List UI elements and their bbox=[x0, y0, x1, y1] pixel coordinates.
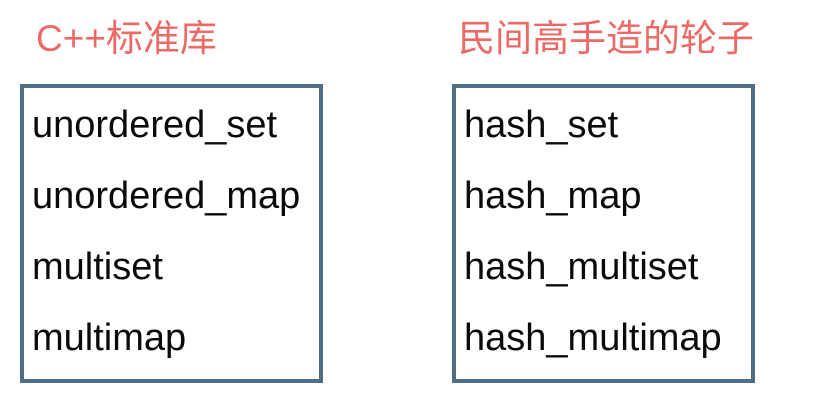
list-item-hash-multimap: hash_multimap bbox=[464, 317, 722, 359]
std-library-box: unordered_set unordered_map multiset mul… bbox=[20, 84, 323, 383]
community-wheels-box: hash_set hash_map hash_multiset hash_mul… bbox=[452, 84, 755, 383]
list-item-unordered-set: unordered_set bbox=[32, 104, 278, 146]
list-item-hash-set: hash_set bbox=[464, 104, 619, 146]
list-item-unordered-map: unordered_map bbox=[32, 175, 301, 217]
list-item-hash-map: hash_map bbox=[464, 175, 642, 217]
list-item-hash-multiset: hash_multiset bbox=[464, 246, 699, 288]
community-wheels-title: 民间高手造的轮子 bbox=[458, 18, 754, 59]
std-library-title: C++标准库 bbox=[36, 18, 217, 59]
list-item-multimap: multimap bbox=[32, 317, 187, 359]
list-item-multiset: multiset bbox=[32, 246, 163, 288]
